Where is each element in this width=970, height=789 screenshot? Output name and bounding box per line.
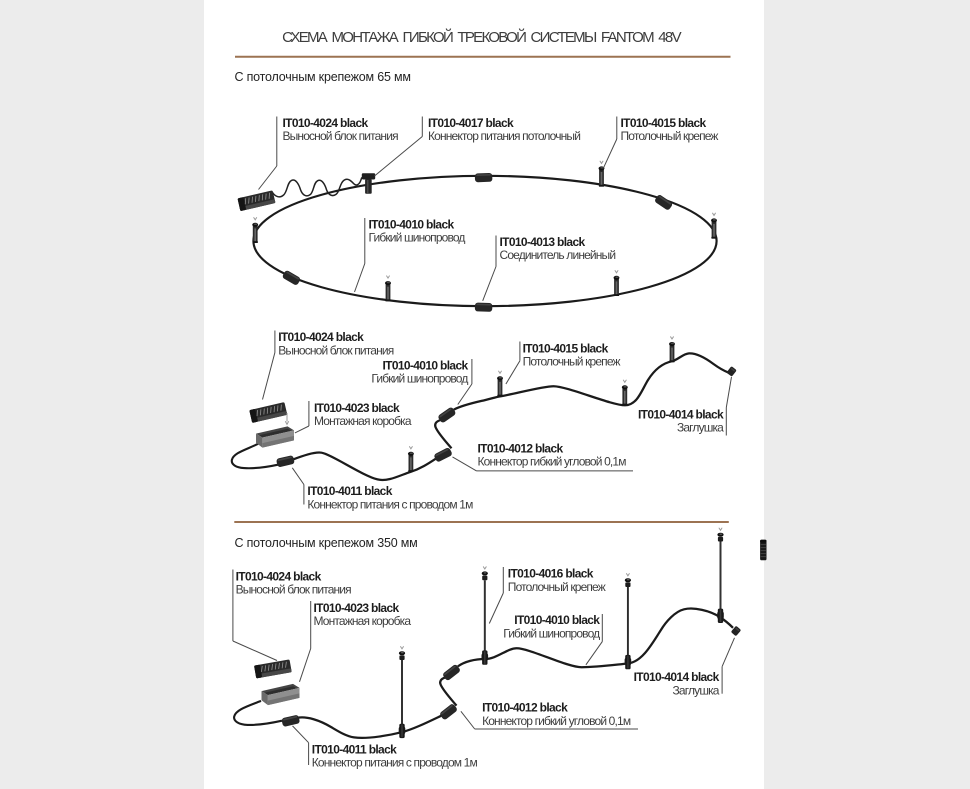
svg-text:IT010-4024 black: IT010-4024 black — [283, 116, 369, 130]
svg-text:Коннектор питания с проводом 1: Коннектор питания с проводом 1м — [312, 756, 478, 770]
svg-text:С потолочным крепежом 350 мм: С потолочным крепежом 350 мм — [235, 536, 418, 550]
svg-text:Коннектор гибкий угловой 0,1м: Коннектор гибкий угловой 0,1м — [482, 714, 631, 728]
svg-text:IT010-4024 black: IT010-4024 black — [236, 569, 322, 583]
svg-text:СХЕМА МОНТАЖА ГИБКОЙ ТРЕКОВОЙ: СХЕМА МОНТАЖА ГИБКОЙ ТРЕКОВОЙ СИСТЕМЫ FA… — [282, 28, 681, 46]
svg-text:Монтажная коробка: Монтажная коробка — [314, 414, 412, 428]
svg-text:С потолочным крепежом 65 мм: С потолочным крепежом 65 мм — [235, 70, 411, 84]
svg-text:IT010-4012 black: IT010-4012 black — [482, 701, 568, 715]
svg-text:IT010-4014 black: IT010-4014 black — [638, 407, 724, 421]
svg-text:Потолочный крепеж: Потолочный крепеж — [523, 355, 621, 369]
svg-text:Гибкий шинопровод: Гибкий шинопровод — [503, 626, 600, 640]
svg-text:IT010-4017 black: IT010-4017 black — [428, 116, 514, 130]
svg-text:Гибкий шинопровод: Гибкий шинопровод — [369, 231, 466, 245]
svg-text:Выносной блок питания: Выносной блок питания — [236, 583, 352, 597]
svg-text:Коннектор питания с проводом 1: Коннектор питания с проводом 1м — [307, 497, 473, 511]
svg-text:Потолочный крепеж: Потолочный крепеж — [508, 580, 606, 594]
svg-text:IT010-4011 black: IT010-4011 black — [312, 742, 397, 756]
svg-text:Коннектор гибкий угловой 0,1м: Коннектор гибкий угловой 0,1м — [478, 455, 627, 469]
svg-text:Выносной блок питания: Выносной блок питания — [283, 129, 399, 143]
svg-text:Потолочный крепеж: Потолочный крепеж — [621, 129, 719, 143]
svg-text:IT010-4010 black: IT010-4010 black — [383, 358, 469, 372]
svg-text:IT010-4015 black: IT010-4015 black — [523, 341, 609, 355]
svg-text:IT010-4011 black: IT010-4011 black — [307, 484, 392, 498]
svg-text:Заглушка: Заглушка — [677, 421, 724, 435]
svg-text:IT010-4015 black: IT010-4015 black — [621, 116, 707, 130]
svg-text:Гибкий шинопровод: Гибкий шинопровод — [371, 372, 468, 386]
svg-text:Коннектор питания потолочный: Коннектор питания потолочный — [428, 129, 580, 143]
svg-text:IT010-4010 black: IT010-4010 black — [514, 613, 600, 627]
svg-text:IT010-4014 black: IT010-4014 black — [634, 670, 720, 684]
svg-text:IT010-4010 black: IT010-4010 black — [369, 217, 455, 231]
svg-text:Монтажная коробка: Монтажная коробка — [314, 614, 412, 628]
svg-text:IT010-4023 black: IT010-4023 black — [314, 601, 400, 615]
svg-text:Выносной блок питания: Выносной блок питания — [278, 344, 394, 358]
svg-text:Соединитель линейный: Соединитель линейный — [500, 248, 616, 262]
svg-text:IT010-4023 black: IT010-4023 black — [314, 401, 400, 415]
svg-text:Заглушка: Заглушка — [673, 684, 720, 698]
svg-text:IT010-4024 black: IT010-4024 black — [278, 330, 364, 344]
svg-text:IT010-4013 black: IT010-4013 black — [500, 235, 586, 249]
svg-text:IT010-4016 black: IT010-4016 black — [508, 567, 594, 581]
svg-text:IT010-4012 black: IT010-4012 black — [478, 441, 564, 455]
